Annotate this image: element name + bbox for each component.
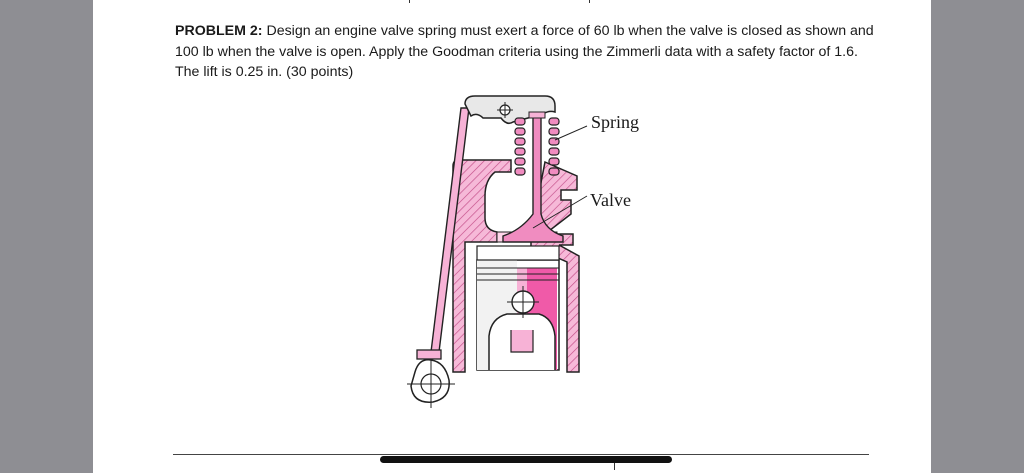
cylinder-head-right bbox=[530, 160, 580, 373]
cam-follower bbox=[416, 349, 442, 360]
problem-text: Design an engine valve spring must exert… bbox=[175, 23, 874, 80]
problem-statement: PROBLEM 2: Design an engine valve spring… bbox=[175, 21, 875, 83]
page-tick-mark bbox=[589, 0, 590, 3]
page-tick-mark bbox=[614, 462, 615, 470]
connecting-rod bbox=[510, 330, 534, 353]
problem-label: PROBLEM 2: bbox=[175, 23, 263, 39]
home-indicator-bar[interactable] bbox=[380, 456, 672, 463]
engine-valve-figure: Spring Valve bbox=[407, 95, 639, 408]
page-footer-rule bbox=[173, 454, 869, 455]
document-page: PROBLEM 2: Design an engine valve spring… bbox=[93, 0, 931, 473]
spring-label: Spring bbox=[591, 112, 639, 132]
spring-leader-line bbox=[554, 125, 588, 141]
valve-label: Valve bbox=[590, 190, 631, 210]
valve-leader-line bbox=[532, 195, 588, 229]
valve-stem bbox=[502, 113, 564, 243]
page-tick-mark bbox=[409, 0, 410, 3]
